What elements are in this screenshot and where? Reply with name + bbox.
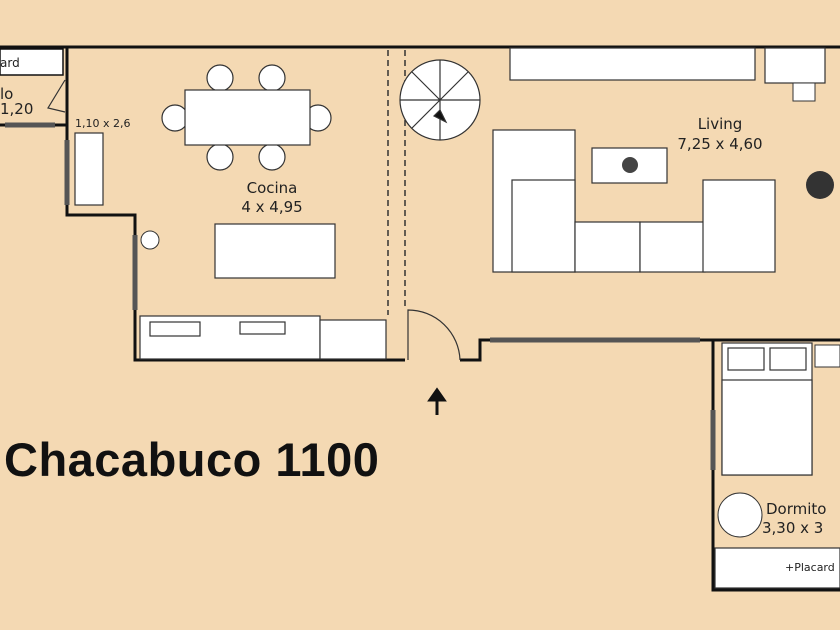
- kitchen-name: Cocina: [246, 179, 298, 197]
- desk: [764, 47, 826, 84]
- kitchen-size: 4 x 4,95: [241, 198, 303, 216]
- bathroom-name: lo: [0, 85, 14, 103]
- clock-icon: [140, 230, 160, 250]
- tv-cabinet: [509, 47, 756, 81]
- windows: [5, 122, 716, 470]
- plant-icon: [806, 171, 834, 199]
- bedroom-placard: [714, 547, 840, 589]
- placard-left: [0, 48, 64, 76]
- bathroom-size: 1,20: [0, 100, 34, 118]
- living-name: Living: [697, 115, 743, 133]
- bed: [721, 342, 813, 476]
- entry-door[interactable]: [407, 309, 461, 361]
- nightstand: [814, 344, 840, 368]
- bathroom-door[interactable]: [47, 79, 66, 113]
- table-plant-icon: [622, 157, 638, 173]
- address-title: Chacabuco 1100: [4, 433, 380, 486]
- kitchen-island: [214, 223, 336, 279]
- desk-chair: [792, 82, 816, 102]
- bedroom-plant-icon: [717, 492, 763, 538]
- bedroom-placard-label: +Placard: [785, 561, 835, 574]
- bedroom-name: Dormito: [766, 500, 827, 518]
- laundry-size: 1,10 x 2,6: [75, 117, 131, 130]
- bedroom-size: 3,30 x 3: [762, 519, 824, 537]
- living-size: 7,25 x 4,60: [677, 135, 763, 153]
- placard-left-label: ard: [0, 56, 20, 70]
- sofa: [492, 129, 776, 273]
- entry-arrow-icon: [427, 387, 447, 415]
- spiral-stairs: [399, 59, 481, 141]
- kitchen-counter: [139, 315, 387, 360]
- dining-set: [161, 64, 332, 171]
- washer: [74, 132, 104, 206]
